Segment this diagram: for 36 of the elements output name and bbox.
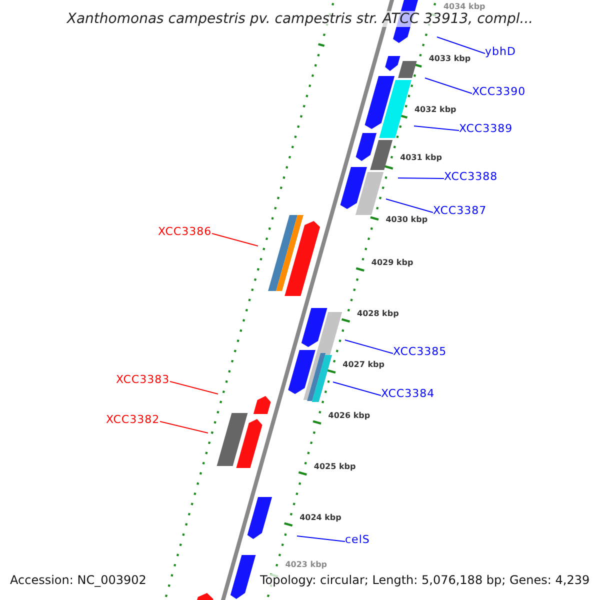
scale-label: 4028 kbp <box>357 309 399 318</box>
gene-label: XCC3390 <box>472 86 526 98</box>
gene-label: XCC3383 <box>116 374 170 386</box>
leader-line <box>424 78 472 94</box>
gene-label: XCC3387 <box>433 204 487 218</box>
gene-label: XCC3384 <box>381 388 435 400</box>
leader-line <box>398 178 444 179</box>
leader-line <box>160 421 208 434</box>
scale-label: 4027 kbp <box>342 360 384 370</box>
gene-label: XCC3388 <box>444 170 498 184</box>
gene-label: celS <box>345 534 370 546</box>
scale-label: 4033 kbp <box>428 54 471 64</box>
scale-label: 4030 kbp <box>386 215 428 224</box>
gene-label: XCC3382 <box>106 414 160 426</box>
gene-label: XCC3386 <box>158 226 212 238</box>
scale-label: 4024 kbp <box>300 513 342 522</box>
scale-label: 4023 kbp <box>285 560 328 570</box>
leader-line <box>436 36 486 54</box>
scale-label: 4032 kbp <box>414 105 456 114</box>
gene-label: XCC3385 <box>393 346 447 358</box>
leader-line <box>386 198 434 213</box>
scale-label: 4034 kbp <box>443 2 486 12</box>
footer-text: Topology: circular; Length: 5,076,188 bp; Genes: 4,239 <box>260 574 590 588</box>
footer-text: Accession: NC_003902 <box>10 574 146 588</box>
scale-label: 4026 kbp <box>328 411 370 420</box>
leader-line <box>212 233 258 246</box>
leader-line <box>344 340 394 354</box>
gene-label: XCC3389 <box>459 122 513 136</box>
leader-line <box>414 126 460 131</box>
leader-line <box>170 381 218 394</box>
scale-label: 4025 kbp <box>314 462 356 472</box>
scale-label: 4029 kbp <box>371 258 414 268</box>
gene-label: ybhD <box>485 46 516 58</box>
scale-label: 4031 kbp <box>400 153 442 162</box>
leader-line <box>296 536 346 542</box>
leader-line <box>332 382 382 396</box>
